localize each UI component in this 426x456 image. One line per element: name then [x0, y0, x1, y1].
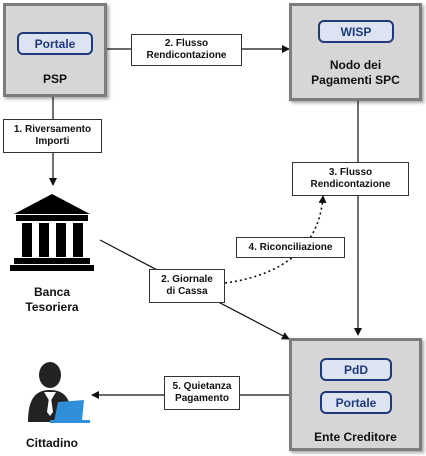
- ente-title: Ente Creditore: [314, 430, 397, 444]
- label-flusso-rendicontazione-top: 2. Flusso Rendicontazione: [131, 34, 242, 66]
- psp-title: PSP: [42, 72, 67, 86]
- psp-portale-pill: Portale: [17, 32, 93, 55]
- ente-portale-pill: Portale: [320, 391, 392, 414]
- banca-tesoriera-caption: Banca Tesoriera: [25, 285, 79, 314]
- label-quietanza-pagamento: 5. Quietanza Pagamento: [164, 376, 240, 410]
- label-riconciliazione: 4. Riconciliazione: [236, 237, 345, 258]
- ente-pdd-pill: PdD: [320, 358, 392, 381]
- ente-creditore-node: PdD Portale Ente Creditore: [289, 338, 422, 451]
- label-giornale-di-cassa: 2. Giornale di Cassa: [149, 269, 225, 303]
- nodo-title: Nodo dei Pagamenti SPC: [311, 58, 400, 87]
- nodo-pagamenti-node: WISP Nodo dei Pagamenti SPC: [289, 3, 422, 101]
- nodo-wisp-pill: WISP: [318, 20, 394, 43]
- label-flusso-rendicontazione-right: 3. Flusso Rendicontazione: [292, 162, 409, 196]
- psp-node: Portale PSP: [3, 3, 107, 97]
- cittadino-caption: Cittadino: [26, 436, 78, 450]
- label-riversamento-importi: 1. Riversamento Importi: [3, 119, 102, 153]
